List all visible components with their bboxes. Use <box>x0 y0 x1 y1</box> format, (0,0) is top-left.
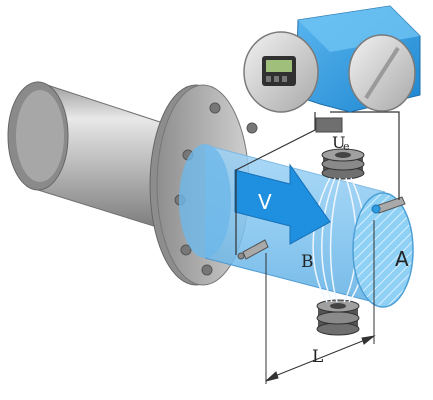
flow-arrow-icon <box>234 163 331 245</box>
magnetic-field-label: B <box>301 252 314 272</box>
dimension-L <box>265 220 376 384</box>
electrode-wiring <box>235 111 400 255</box>
flange-bolt <box>209 102 221 114</box>
electrode-voltage-label: U <box>332 133 345 152</box>
area-label: A <box>395 247 409 271</box>
distance-label: L <box>312 347 323 367</box>
flange-bolt <box>201 264 213 276</box>
velocity-label: V <box>258 190 272 214</box>
flange-bolt <box>180 244 192 256</box>
electrode-voltage-subscript: e <box>343 140 350 153</box>
electrode-icon <box>237 239 269 260</box>
electrode-icon <box>371 196 406 214</box>
coil-icon <box>316 299 360 336</box>
meter-body <box>7 81 161 229</box>
flange-bolt <box>246 122 258 134</box>
cross-section-area <box>352 192 414 308</box>
display-icon <box>262 56 296 86</box>
transmitter-icon <box>243 5 421 133</box>
coil-icon <box>321 148 365 180</box>
